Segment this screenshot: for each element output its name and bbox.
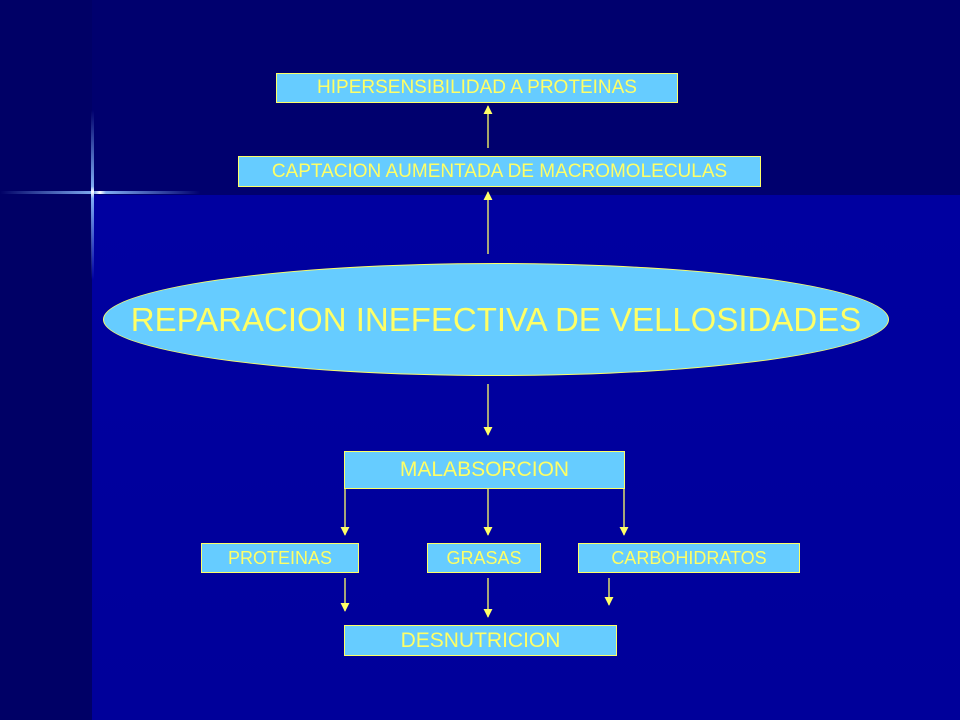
captacion-box: CAPTACION AUMENTADA DE MACROMOLECULAS: [238, 156, 761, 187]
hipersensibilidad-box: HIPERSENSIBILIDAD A PROTEINAS: [276, 73, 678, 103]
proteinas-box: PROTEINAS: [201, 543, 359, 573]
reparacion-ellipse: REPARACION INEFECTIVA DE VELLOSIDADES: [103, 263, 889, 376]
grasas-box: GRASAS: [427, 543, 541, 573]
malabsorcion-box: MALABSORCION: [344, 451, 625, 489]
sparkle-vertical-ray: [91, 110, 94, 280]
carbohidratos-box: CARBOHIDRATOS: [578, 543, 800, 573]
desnutricion-box: DESNUTRICION: [344, 625, 617, 656]
sparkle-horizontal-ray: [0, 191, 200, 194]
